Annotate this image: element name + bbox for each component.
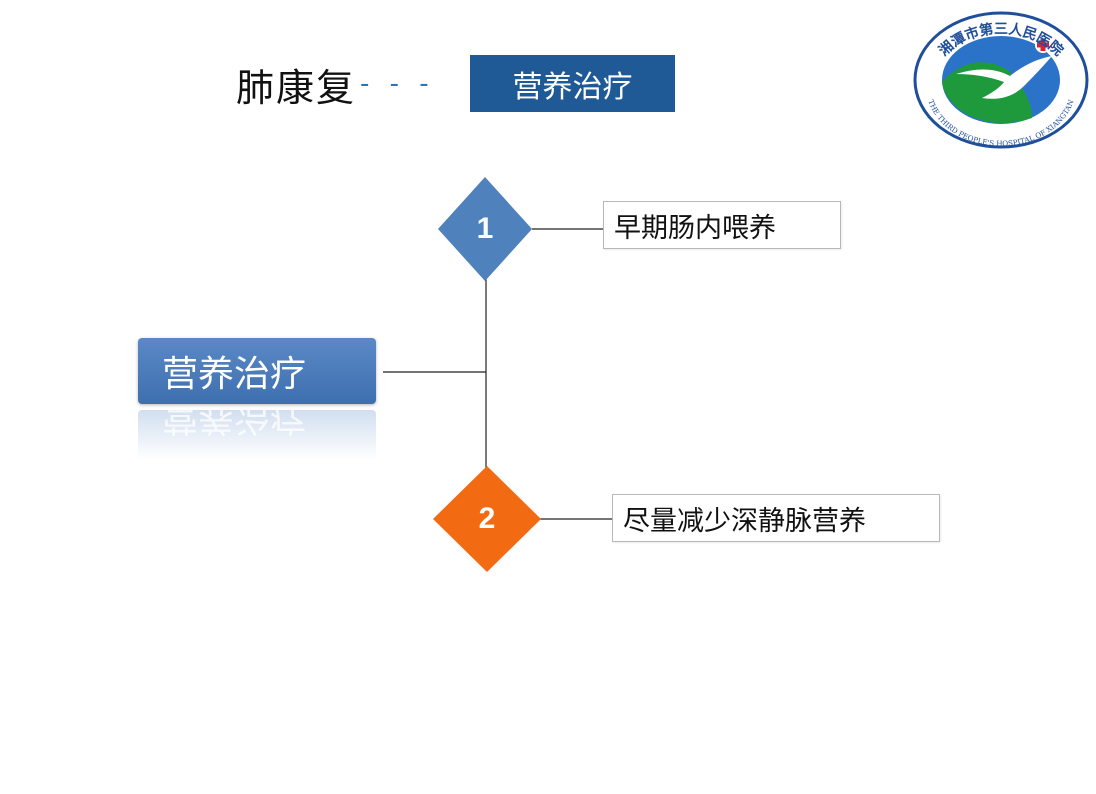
item-2-box: 尽量减少深静脉营养 (612, 494, 940, 542)
diamond-1-number: 1 (476, 212, 494, 245)
hospital-logo: 湘潭市第三人民医院 THE THIRD PEOPLE'S HOSPITAL OF… (913, 11, 1089, 149)
title-dashes: - - - (360, 69, 435, 99)
item-2-label: 尽量减少深静脉营养 (623, 505, 866, 537)
diamond-2-number: 2 (478, 502, 496, 535)
root-node-reflection: 营养治疗 (138, 410, 376, 460)
root-node-label: 营养治疗 (162, 354, 307, 395)
item-1-label: 早期肠内喂养 (614, 212, 776, 244)
page-title: 肺康复 (236, 65, 357, 110)
item-1-box: 早期肠内喂养 (603, 201, 841, 249)
section-badge: 营养治疗 (470, 55, 675, 112)
diamond-2 (433, 466, 541, 572)
diamond-1 (438, 177, 532, 281)
root-node: 营养治疗 (138, 338, 376, 404)
header-title-row: 肺康复 - - - (236, 58, 435, 110)
